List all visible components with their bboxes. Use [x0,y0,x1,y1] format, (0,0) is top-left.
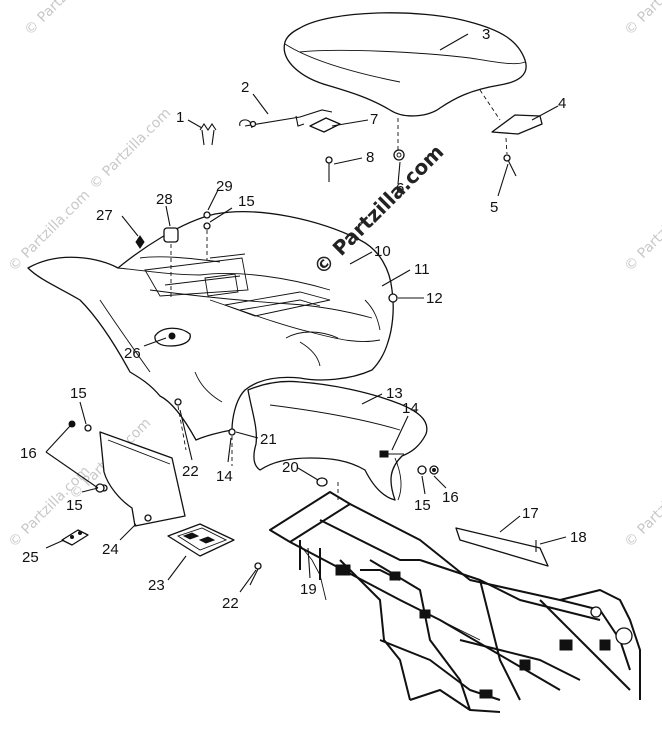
fastener-12 [388,293,398,303]
callout-15-left-bottom: 15 [66,497,83,514]
watermark-right-top: © Partzilla.com [622,187,662,275]
callout-15-right: 15 [414,497,431,514]
callout-22-center: 22 [182,463,199,480]
watermark-top-right: © Partzilla.com [622,0,662,39]
callout-23: 23 [148,577,165,594]
callout-1: 1 [176,109,184,126]
latch-plate [309,117,341,133]
fender-tab [154,327,191,347]
callout-19: 19 [300,581,317,598]
screws-center [174,398,262,586]
callout-2: 2 [241,79,249,96]
rear-fender [27,211,394,441]
callout-14-right: 14 [402,400,419,417]
callout-15-left-top: 15 [70,385,87,402]
watermark-top-left: © Partzilla.com [22,0,110,39]
hardware-left [68,420,105,493]
callout-8: 8 [366,149,374,166]
screw-8 [325,156,333,182]
callout-labels: 3 2 1 7 4 8 6 5 10 11 12 13 14 15 16 17 … [20,26,587,612]
callout-18: 18 [570,529,587,546]
callout-7: 7 [370,111,378,128]
latch-spring [199,123,217,146]
nut-6 [393,149,405,161]
watermark-mid-left: © Partzilla.com [87,105,175,193]
callout-10: 10 [374,243,391,260]
callout-11: 11 [414,261,430,278]
hardware-right [379,450,439,475]
footrest-bracket [167,523,235,557]
callout-22-bottom: 22 [222,595,239,612]
seat-bracket [479,89,543,135]
callout-16-left: 16 [20,445,37,462]
fasteners-top [135,211,211,300]
callout-13: 13 [386,385,403,402]
bolt-5 [503,137,517,177]
callout-4: 4 [558,95,566,112]
callout-29: 29 [216,178,233,195]
callout-20: 20 [282,459,299,476]
callout-25: 25 [22,549,39,566]
callout-26: 26 [124,345,141,362]
callout-6: 6 [396,180,404,197]
leader-lines [45,33,567,593]
watermark-right-bottom: © Partzilla.com [622,463,662,551]
callout-21: 21 [260,431,277,448]
seat [283,12,527,150]
callout-27: 27 [96,207,113,224]
callout-3: 3 [482,26,490,43]
bracket-25 [61,529,89,546]
seat-latch-rod [239,109,333,129]
callout-16-right: 16 [442,489,459,506]
callout-12: 12 [426,290,443,307]
fender-side-panel [247,380,428,501]
atv-frame [269,491,641,713]
callout-5: 5 [490,199,498,216]
mud-flap [99,431,186,527]
grommet-20 [316,477,339,500]
callout-14-center: 14 [216,468,233,485]
callout-28: 28 [156,191,173,208]
callout-24: 24 [102,541,119,558]
callout-15-top: 15 [238,193,255,210]
callout-17: 17 [522,505,539,522]
frame-plate [455,527,549,567]
